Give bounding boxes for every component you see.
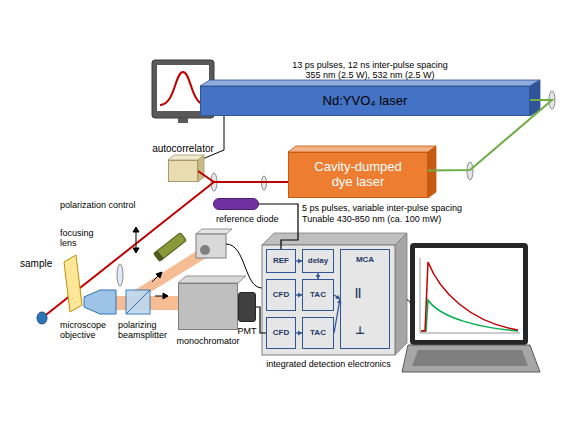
annotation-label: sample (20, 258, 52, 270)
electronics-cell: delay (302, 249, 334, 273)
illustration-part (154, 233, 187, 262)
illustration-part (133, 248, 139, 253)
node-label: CFD (273, 328, 289, 337)
polarizing-beamsplitter-cube (126, 290, 150, 314)
node-label: MCA (356, 255, 374, 264)
illustration-part (262, 176, 267, 190)
dye-laser-faces (288, 146, 436, 198)
annotation-label: microscope objective (60, 320, 120, 341)
node-label: delay (308, 256, 328, 265)
illustration-part (262, 233, 407, 245)
annotation-label: 355 nm (2.5 W), 532 nm (2.5 W) (305, 70, 434, 80)
illustration-part (200, 245, 210, 255)
illustration-part (412, 350, 528, 366)
electronics-cell: TAC (302, 317, 334, 349)
sample-slab (64, 255, 82, 312)
laptop (402, 243, 540, 372)
node-caption: PMT (238, 326, 257, 336)
monochromator-box: monochromator (178, 283, 238, 330)
polarization-arrow (133, 227, 139, 253)
microscope-objective (84, 290, 116, 314)
illustration-part (136, 230, 137, 250)
annotation-label: Tunable 430-850 nm (ca. 100 mW) (302, 214, 441, 224)
annotation-label: 5 ps pulses, variable inter-pulse spacin… (302, 203, 462, 213)
annotation-label: polarization control (60, 200, 136, 210)
pmt-detector: PMT (238, 292, 256, 322)
illustration-part (196, 234, 226, 258)
electronics-cell: CFD (266, 317, 296, 349)
polarization-arrows-split (152, 272, 168, 299)
annotation-label: polarizing beamsplitter (118, 320, 174, 341)
autocorrelator-faces (168, 155, 204, 182)
node-label: REF (273, 256, 289, 265)
annotation-label: focusing lens (60, 228, 104, 249)
electronics-box: integrated detection electronicsREFdelay… (262, 245, 395, 355)
illustration-part (395, 233, 407, 355)
illustration-part (428, 146, 436, 198)
signal-connector (256, 307, 266, 333)
laser-box: Cavity-dumped dye laser (288, 152, 428, 198)
illustration-part (421, 262, 518, 331)
electronics-cell: TAC (302, 279, 334, 311)
node-caption: autocorrelator (152, 143, 214, 155)
illustration-part (420, 258, 520, 333)
illustration-part (126, 290, 150, 314)
autocorrelator-box: autocorrelator (168, 160, 198, 182)
beam-dump (37, 312, 47, 324)
illustration-part (198, 155, 204, 182)
signal-connector (259, 204, 298, 249)
illustration-part (410, 243, 528, 345)
illustration-part (154, 250, 164, 261)
node-label: TAC (310, 290, 326, 299)
photodiode: reference diode (213, 198, 259, 210)
illustration-part (178, 118, 188, 123)
focusing-lens (117, 264, 123, 286)
node-caption: integrated detection electronics (266, 359, 391, 369)
illustration-part (133, 227, 139, 232)
polarization-rotator (154, 233, 187, 262)
illustration-part (196, 229, 232, 234)
node-caption: monochromator (176, 336, 239, 346)
node-label: Nd:YVO₄ laser (323, 94, 408, 109)
node-caption: reference diode (216, 214, 279, 224)
annotation-label: || (355, 286, 361, 299)
node-label: Cavity-dumped dye laser (308, 160, 408, 190)
illustration-part (415, 248, 523, 340)
illustration-part (156, 272, 162, 278)
nd-laser-faces (200, 80, 540, 116)
illustration-part (262, 245, 395, 355)
laser-beam (198, 171, 288, 182)
illustration-part (163, 293, 168, 299)
monochromator-top (178, 276, 246, 283)
illustration-part (126, 290, 150, 314)
illustration-part (402, 345, 540, 372)
laser-box: Nd:YVO₄ laser (200, 86, 530, 116)
electronics-housing (262, 233, 407, 355)
node-label: CFD (273, 290, 289, 299)
electronics-cell: REF (266, 249, 296, 273)
electronics-cell: CFD (266, 279, 296, 311)
upper-detector (196, 229, 232, 258)
annotation-label: 13 ps pulses, 12 ns inter-pulse spacing (292, 60, 448, 70)
node-label: TAC (310, 328, 326, 337)
annotation-label: ⊥ (355, 324, 365, 337)
